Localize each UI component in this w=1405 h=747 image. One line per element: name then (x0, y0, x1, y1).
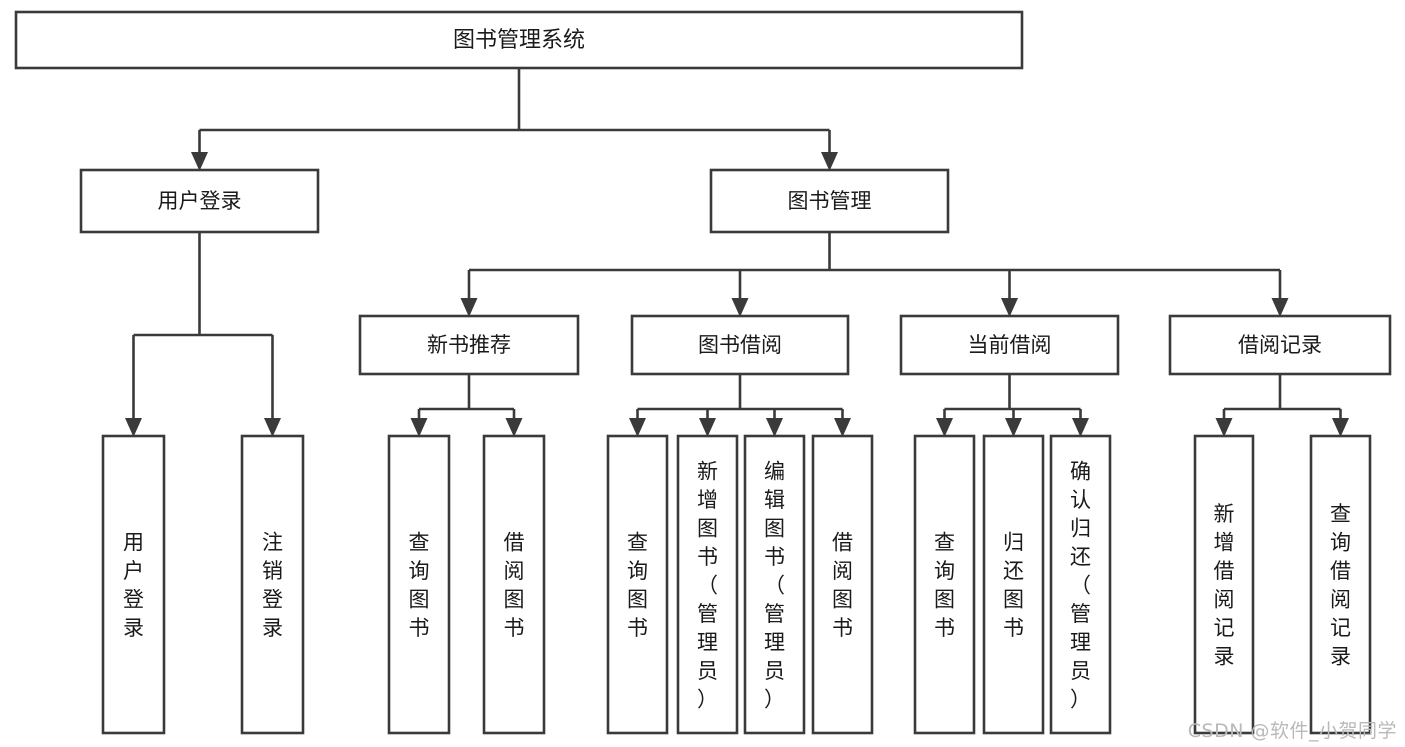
node-box-leaf5[interactable] (606, 434, 669, 735)
csdn-watermark: CSDN @软件_小贺同学 (1187, 720, 1397, 742)
connector-bus-root (191, 68, 838, 171)
node-label-record: 借阅记录 (1238, 333, 1322, 357)
node-label-root: 图书管理系统 (453, 28, 585, 53)
node-leaf8[interactable]: 借阅图书 (811, 434, 874, 735)
node-box-leaf11[interactable] (1049, 434, 1112, 735)
node-box-login[interactable] (79, 168, 320, 234)
node-leaf13[interactable]: 查询借阅记录 (1309, 434, 1372, 735)
node-box-leaf10[interactable] (982, 434, 1045, 735)
node-login[interactable]: 用户登录 (79, 168, 320, 234)
node-box-leaf1[interactable] (101, 434, 166, 735)
node-label-leaf1: 用户登录 (123, 531, 144, 641)
node-leaf12[interactable]: 新增借阅记录 (1193, 434, 1255, 735)
node-root[interactable]: 图书管理系统 (14, 10, 1024, 70)
node-label-login: 用户登录 (158, 189, 242, 213)
node-current[interactable]: 当前借阅 (899, 314, 1120, 376)
node-box-leaf7[interactable] (743, 434, 806, 735)
nodes-layer: 图书管理系统用户登录图书管理新书推荐图书借阅当前借阅借阅记录用户登录注销登录查询… (14, 10, 1392, 735)
connector-bus-current (936, 374, 1089, 437)
node-label-leaf12: 新增借阅记录 (1214, 502, 1235, 669)
node-label-leaf3: 查询图书 (409, 531, 430, 641)
node-box-newbook[interactable] (358, 314, 580, 376)
node-label-leaf8: 借阅图书 (832, 531, 853, 641)
node-label-newbook: 新书推荐 (427, 333, 511, 357)
connector-bus-borrow (629, 374, 851, 437)
node-leaf1[interactable]: 用户登录 (101, 434, 166, 735)
node-leaf10[interactable]: 归还图书 (982, 434, 1045, 735)
node-box-borrow[interactable] (630, 314, 850, 376)
node-label-leaf5: 查询图书 (627, 531, 648, 641)
connector-bus-login (125, 232, 281, 437)
node-box-bookmgmt[interactable] (709, 168, 950, 234)
node-box-current[interactable] (899, 314, 1120, 376)
node-label-leaf4: 借阅图书 (504, 531, 525, 641)
node-bookmgmt[interactable]: 图书管理 (709, 168, 950, 234)
node-leaf6[interactable]: 新增图书（管理员） (676, 434, 739, 735)
connector-bus-newbook (410, 374, 523, 437)
node-leaf3[interactable]: 查询图书 (387, 434, 451, 735)
node-leaf11[interactable]: 确认归还（管理员） (1049, 434, 1112, 735)
node-newbook[interactable]: 新书推荐 (358, 314, 580, 376)
node-label-current: 当前借阅 (968, 333, 1052, 357)
node-box-leaf3[interactable] (387, 434, 451, 735)
node-leaf2[interactable]: 注销登录 (240, 434, 305, 735)
node-leaf7[interactable]: 编辑图书（管理员） (743, 434, 806, 735)
node-label-leaf13: 查询借阅记录 (1330, 502, 1351, 669)
node-box-leaf12[interactable] (1193, 434, 1255, 735)
node-label-leaf9: 查询图书 (934, 531, 955, 641)
node-box-leaf8[interactable] (811, 434, 874, 735)
node-box-root[interactable] (14, 10, 1024, 70)
connector-bus-record (1215, 374, 1349, 437)
node-leaf9[interactable]: 查询图书 (913, 434, 976, 735)
node-leaf4[interactable]: 借阅图书 (482, 434, 546, 735)
node-box-leaf2[interactable] (240, 434, 305, 735)
node-label-borrow: 图书借阅 (698, 333, 782, 357)
node-box-leaf4[interactable] (482, 434, 546, 735)
node-leaf5[interactable]: 查询图书 (606, 434, 669, 735)
connectors-layer (125, 68, 1349, 437)
node-box-leaf13[interactable] (1309, 434, 1372, 735)
node-box-record[interactable] (1168, 314, 1392, 376)
node-borrow[interactable]: 图书借阅 (630, 314, 850, 376)
node-label-leaf2: 注销登录 (262, 531, 283, 641)
node-label-leaf10: 归还图书 (1003, 531, 1024, 641)
node-label-leaf7: 编辑图书（管理员） (764, 459, 785, 711)
node-record[interactable]: 借阅记录 (1168, 314, 1392, 376)
node-label-leaf11: 确认归还（管理员） (1070, 459, 1091, 711)
node-box-leaf9[interactable] (913, 434, 976, 735)
node-label-bookmgmt: 图书管理 (788, 189, 872, 213)
node-label-leaf6: 新增图书（管理员） (697, 459, 718, 711)
node-box-leaf6[interactable] (676, 434, 739, 735)
connector-bus-bookmgmt (460, 232, 1289, 317)
